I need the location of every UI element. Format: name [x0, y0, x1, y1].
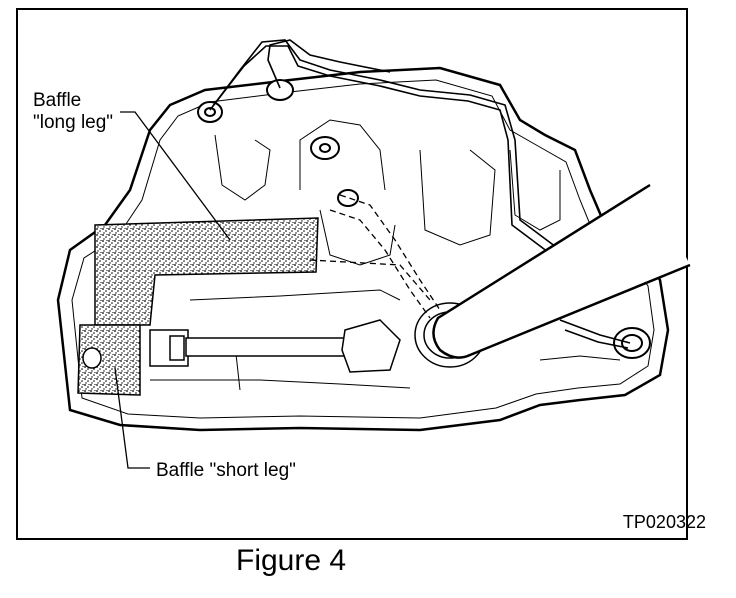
baffle-short-leg-label: Baffle "short leg" — [156, 460, 296, 481]
long-leg-label-line1: Baffle — [33, 90, 82, 111]
tank-contours — [150, 119, 621, 391]
tool-arm — [432, 183, 691, 359]
baffle-short-leg — [77, 324, 141, 396]
reference-code: TP020322 — [622, 512, 706, 532]
baffle-hole — [82, 347, 102, 369]
long-leg-label-line2: "long leg" — [33, 112, 114, 133]
fuel-lines — [209, 39, 631, 349]
tank-inner-rim — [71, 79, 655, 419]
baffle-long-leg-label: Baffle "long leg" — [33, 90, 113, 134]
figure-caption: Figure 4 — [236, 544, 347, 577]
hidden-line — [309, 194, 441, 319]
leader-lines — [114, 111, 231, 469]
